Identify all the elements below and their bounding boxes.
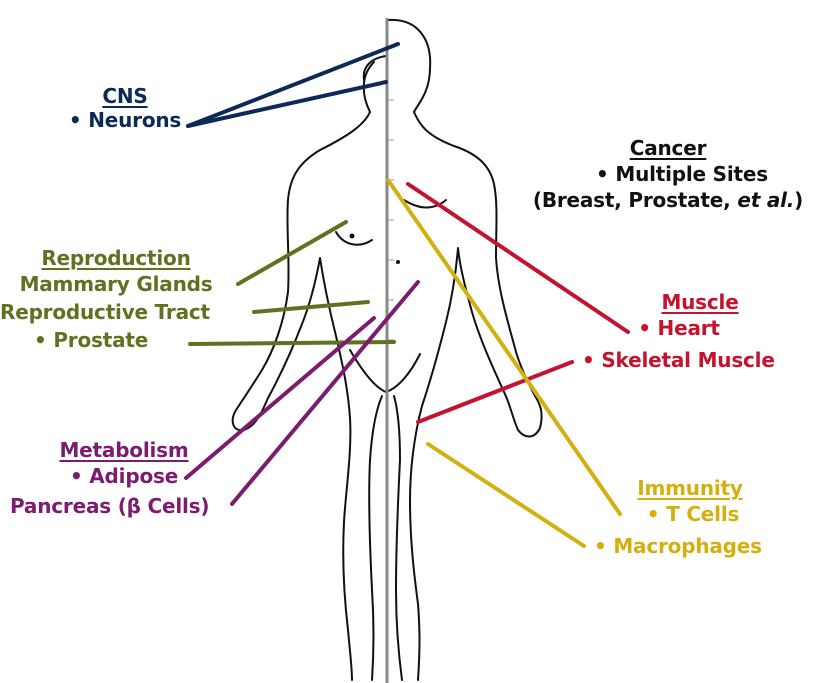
metabolism-item-adipose: • Adipose (40, 464, 208, 488)
chest-detail (336, 232, 372, 245)
hair-outline (364, 56, 386, 80)
cancer-group: Cancer • Multiple Sites (Breast, Prostat… (516, 136, 820, 212)
metabolism-heading: Metabolism (40, 438, 208, 462)
cns-group: CNS • Neurons (60, 84, 190, 132)
muscle-item-skeletal: • Skeletal Muscle (582, 348, 775, 372)
nipple-mark (350, 234, 355, 239)
cancer-item-sites: • Multiple Sites (516, 162, 820, 186)
left-body-outline (233, 62, 374, 680)
cancer-examples-text: (Breast, Prostate, (533, 188, 737, 212)
muscle-heading: Muscle (580, 290, 820, 314)
metabolism-group: Metabolism • Adipose (40, 438, 208, 488)
cns-heading: CNS (60, 84, 190, 108)
reproduction-group: Reproduction Mammary Glands (0, 246, 232, 296)
hip-curve (350, 350, 420, 392)
immunity-heading: Immunity (600, 476, 780, 500)
metabolism-item-pancreas: Pancreas (β Cells) (10, 494, 209, 518)
immunity-item-macrophages: • Macrophages (594, 534, 762, 558)
cancer-examples-close: ) (794, 188, 803, 212)
cns-connectors (188, 44, 398, 126)
cancer-item-examples: (Breast, Prostate, et al.) (516, 188, 820, 212)
navel-mark (396, 260, 400, 264)
muscle-item-heart: • Heart (580, 316, 820, 340)
cns-item-neurons: • Neurons (60, 108, 190, 132)
reproduction-item-tract: Reproductive Tract (0, 300, 210, 324)
reproduction-item-prostate: • Prostate (34, 328, 148, 352)
immunity-group: Immunity • T Cells (600, 476, 780, 526)
reproduction-heading: Reproduction (0, 246, 232, 270)
metabolism-connectors (186, 282, 418, 504)
cancer-heading: Cancer (516, 136, 820, 160)
immunity-item-tcells: • T Cells (600, 502, 780, 526)
cancer-examples-etal: et al. (737, 188, 794, 212)
head-outline (388, 20, 542, 680)
right-leg-inner (394, 396, 402, 680)
left-leg-inner (369, 396, 382, 680)
muscle-group: Muscle • Heart (580, 290, 820, 340)
reproduction-item-mammary: Mammary Glands (0, 272, 232, 296)
